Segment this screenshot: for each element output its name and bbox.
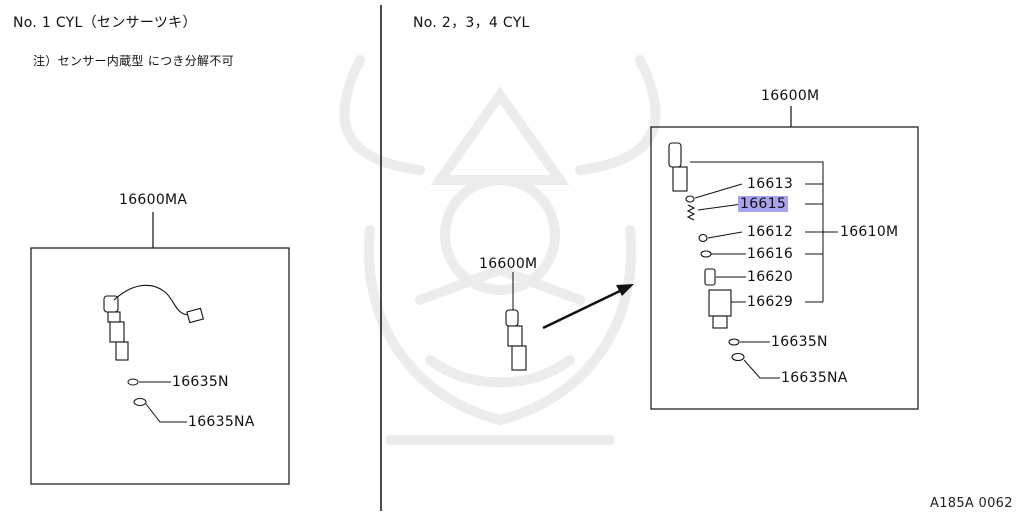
part-label-16616: 16616 (747, 246, 794, 262)
injector-label-16600M: 16600M (479, 256, 538, 272)
direction-arrowhead (616, 284, 634, 296)
washer-16635NA-left (133, 398, 147, 406)
part-label-16629: 16629 (747, 294, 794, 310)
part-label-16635N-right: 16635N (771, 334, 828, 350)
part-label-16635NA-left: 16635NA (188, 414, 255, 430)
leader-lines-right (690, 161, 838, 379)
left-panel-title: No. 1 CYL（センサーツキ） (13, 15, 197, 31)
part-label-16613: 16613 (747, 176, 794, 192)
leader-16635NA-left (145, 403, 187, 423)
exploded-injector-drawing (668, 142, 745, 362)
diagram-code: A185A 0062 (930, 496, 1013, 511)
part-label-16635NA-right: 16635NA (781, 370, 848, 386)
part-label-16635N-left: 16635N (172, 374, 229, 390)
part-label-16612: 16612 (747, 224, 794, 240)
watermark-emblem (339, 55, 661, 445)
injector-drawing (505, 309, 527, 371)
washer-16635N-left (127, 378, 139, 386)
group-label-16610M: 16610M (840, 224, 899, 240)
assembly-box-right (650, 126, 919, 410)
part-label-16620: 16620 (747, 269, 794, 285)
direction-arrow (542, 288, 623, 330)
assembly-label-16600MA: 16600MA (119, 192, 188, 208)
assembly-label-16600M: 16600M (761, 88, 820, 104)
assembly-box-left (30, 247, 290, 485)
sensor-injector-drawing (103, 284, 204, 361)
left-panel-note: 注）センサー内蔵型 につき分解不可 (33, 54, 234, 68)
part-label-16615-highlighted[interactable]: 16615 (738, 196, 789, 212)
right-panel-title: No. 2，3，4 CYL (413, 15, 530, 31)
